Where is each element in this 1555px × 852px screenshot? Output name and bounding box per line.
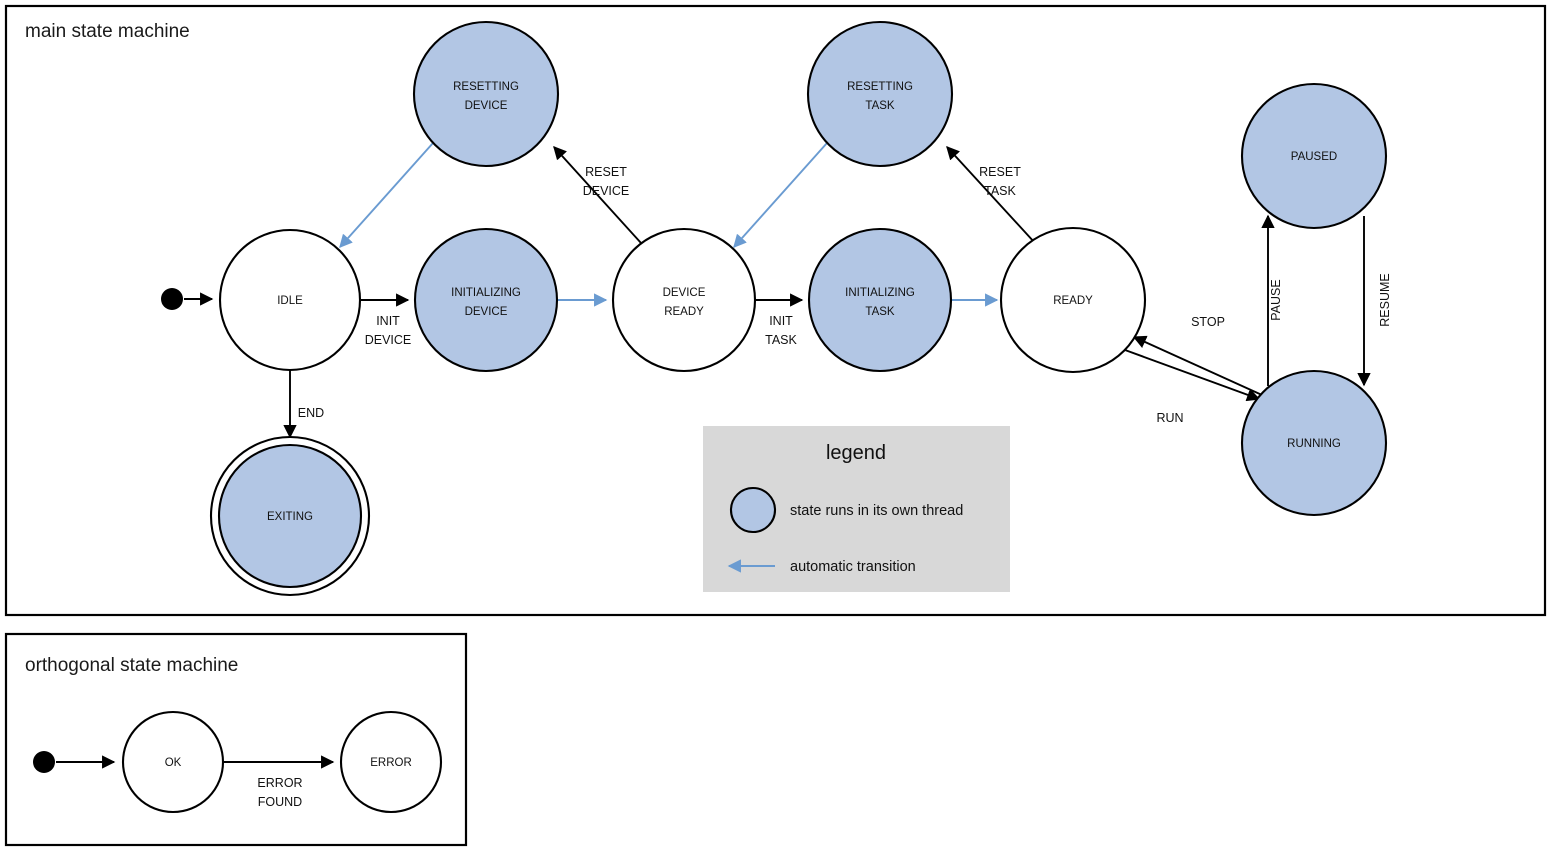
state-label-line-2: DEVICE xyxy=(465,100,508,112)
legend-item-label: state runs in its own thread xyxy=(790,503,963,519)
transition-init-device: INIT DEVICE xyxy=(360,293,412,347)
state-label: ERROR xyxy=(370,757,412,769)
transition-run: RUN xyxy=(1124,349,1261,425)
main-state-machine-title: main state machine xyxy=(25,21,190,42)
state-node-running[interactable]: RUNNING xyxy=(1240,369,1388,517)
transition-label-line-1: ERROR xyxy=(257,776,302,790)
state-label: READY xyxy=(1053,295,1093,307)
transition-stop: STOP xyxy=(1132,315,1263,396)
state-label-line-2: DEVICE xyxy=(465,306,508,318)
legend: legend state runs in its own thread auto… xyxy=(703,426,1010,592)
transition-resettask-deviceready-auto xyxy=(733,142,828,248)
state-node-error[interactable]: ERROR xyxy=(339,710,443,814)
state-node-paused[interactable]: PAUSED xyxy=(1240,82,1388,230)
legend-item-auto-transition: automatic transition xyxy=(727,559,916,575)
state-node-ok[interactable]: OK xyxy=(121,710,225,814)
state-label-line-2: TASK xyxy=(865,306,895,318)
state-node-ready[interactable]: READY xyxy=(999,226,1147,374)
state-label: PAUSED xyxy=(1291,151,1337,163)
transition-label-line-2: TASK xyxy=(984,184,1016,198)
state-label-line-2: TASK xyxy=(865,100,895,112)
transition-label-line-1: INIT xyxy=(376,314,400,328)
legend-item-thread-state: state runs in its own thread xyxy=(729,486,963,534)
legend-thread-state-swatch xyxy=(729,486,777,534)
orthogonal-state-machine-title: orthogonal state machine xyxy=(25,655,238,676)
transition-label-line-2: DEVICE xyxy=(365,333,412,347)
transition-reset-task: RESET TASK xyxy=(946,146,1036,244)
state-label: IDLE xyxy=(277,295,303,307)
state-label-line-1: RESETTING xyxy=(453,81,519,93)
state-node-idle[interactable]: IDLE xyxy=(218,228,362,372)
transition-init-task: INIT TASK xyxy=(756,293,804,347)
initial-state-marker xyxy=(161,288,183,310)
transition-pause: PAUSE xyxy=(1261,214,1283,386)
legend-item-label: automatic transition xyxy=(790,559,916,575)
transition-label-line-2: FOUND xyxy=(258,795,302,809)
state-node-initializing-task[interactable]: INITIALIZING TASK xyxy=(807,227,953,373)
state-label: EXITING xyxy=(267,511,313,523)
transition-label-line-1: STOP xyxy=(1191,315,1225,329)
transition-label-line-1: RESUME xyxy=(1378,273,1392,326)
state-label-line-1: DEVICE xyxy=(663,287,706,299)
transition-label-line-2: DEVICE xyxy=(583,184,630,198)
state-label-line-1: INITIALIZING xyxy=(451,287,521,299)
orthogonal-state-machine-frame xyxy=(4,632,468,847)
state-node-initializing-device[interactable]: INITIALIZING DEVICE xyxy=(413,227,559,373)
state-label-line-1: RESETTING xyxy=(847,81,913,93)
transition-resume: RESUME xyxy=(1357,216,1392,387)
transition-end: END xyxy=(283,370,324,439)
state-node-exiting[interactable]: EXITING xyxy=(209,435,371,597)
state-node-device-ready[interactable]: DEVICE READY xyxy=(611,227,757,373)
legend-title: legend xyxy=(826,442,886,464)
transition-label-line-1: END xyxy=(298,406,324,420)
transition-reset-device: RESET DEVICE xyxy=(553,146,642,244)
transition-resetdevice-idle-auto xyxy=(339,142,434,248)
transition-label-line-1: PAUSE xyxy=(1269,279,1283,320)
transition-label-line-2: TASK xyxy=(765,333,797,347)
state-label: OK xyxy=(165,757,182,769)
orthogonal-transition-error-found: ERROR FOUND xyxy=(223,755,335,809)
transition-label-line-1: RESET xyxy=(585,165,627,179)
transition-label-line-1: RESET xyxy=(979,165,1021,179)
state-label-line-2: READY xyxy=(664,306,704,318)
state-label: RUNNING xyxy=(1287,438,1341,450)
state-node-resetting-device[interactable]: RESETTING DEVICE xyxy=(412,20,560,168)
state-node-resetting-task[interactable]: RESETTING TASK xyxy=(806,20,954,168)
transition-label-line-1: RUN xyxy=(1156,411,1183,425)
state-label-line-1: INITIALIZING xyxy=(845,287,915,299)
main-state-machine-frame xyxy=(4,4,1547,617)
orthogonal-initial-state-marker xyxy=(33,751,55,773)
transition-label-line-1: INIT xyxy=(769,314,793,328)
